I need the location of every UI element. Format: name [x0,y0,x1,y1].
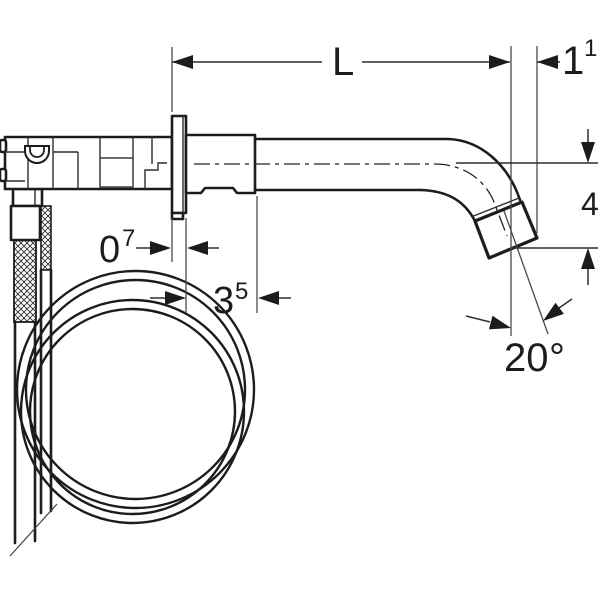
dim-35-main: 3 [213,280,234,322]
dimension-flange-thickness: 0 7 [99,225,219,271]
valve-body [0,135,174,191]
hose-connector-block [11,187,44,208]
mounting-sleeve [184,133,257,195]
leader-line [9,503,58,557]
braided-hose-rear [39,205,53,515]
coiled-hose [15,269,256,525]
wall-flange [170,114,188,221]
spout-bend-outer [446,137,522,202]
valve-internal-lines [5,137,167,189]
dimension-sleeve-depth: 3 5 [150,278,291,322]
spout-outlet [473,200,539,260]
braided-hose-front [13,239,37,545]
supply-hoses [9,187,58,557]
dim-4-label: 4 [581,186,599,222]
dimension-spout-length: L [172,40,510,84]
dim-11-main: 1 [562,39,584,83]
dim-35-sup: 5 [235,278,248,305]
dim-L-label: L [332,40,354,84]
inlet-stub-bottom [0,167,8,183]
dimension-drop-height: 4 [456,129,599,285]
valve-bracket-detail [24,145,50,164]
hose-nut [9,204,42,242]
inlet-stub-top [0,138,8,154]
dim-07-main: 0 [99,229,120,271]
dim-angle-value: 20 [504,336,549,380]
dim-07-sup: 7 [122,225,135,252]
centerline [194,163,508,237]
dimension-spout-angle: 20 ° [465,298,573,380]
spout-bend-inner [419,188,477,223]
dimension-outlet-offset: 1 1 [537,35,597,83]
dim-11-sup: 1 [584,35,597,62]
extension-lines [171,46,538,336]
spout-tube [184,133,539,260]
dim-angle-unit: ° [549,336,565,380]
